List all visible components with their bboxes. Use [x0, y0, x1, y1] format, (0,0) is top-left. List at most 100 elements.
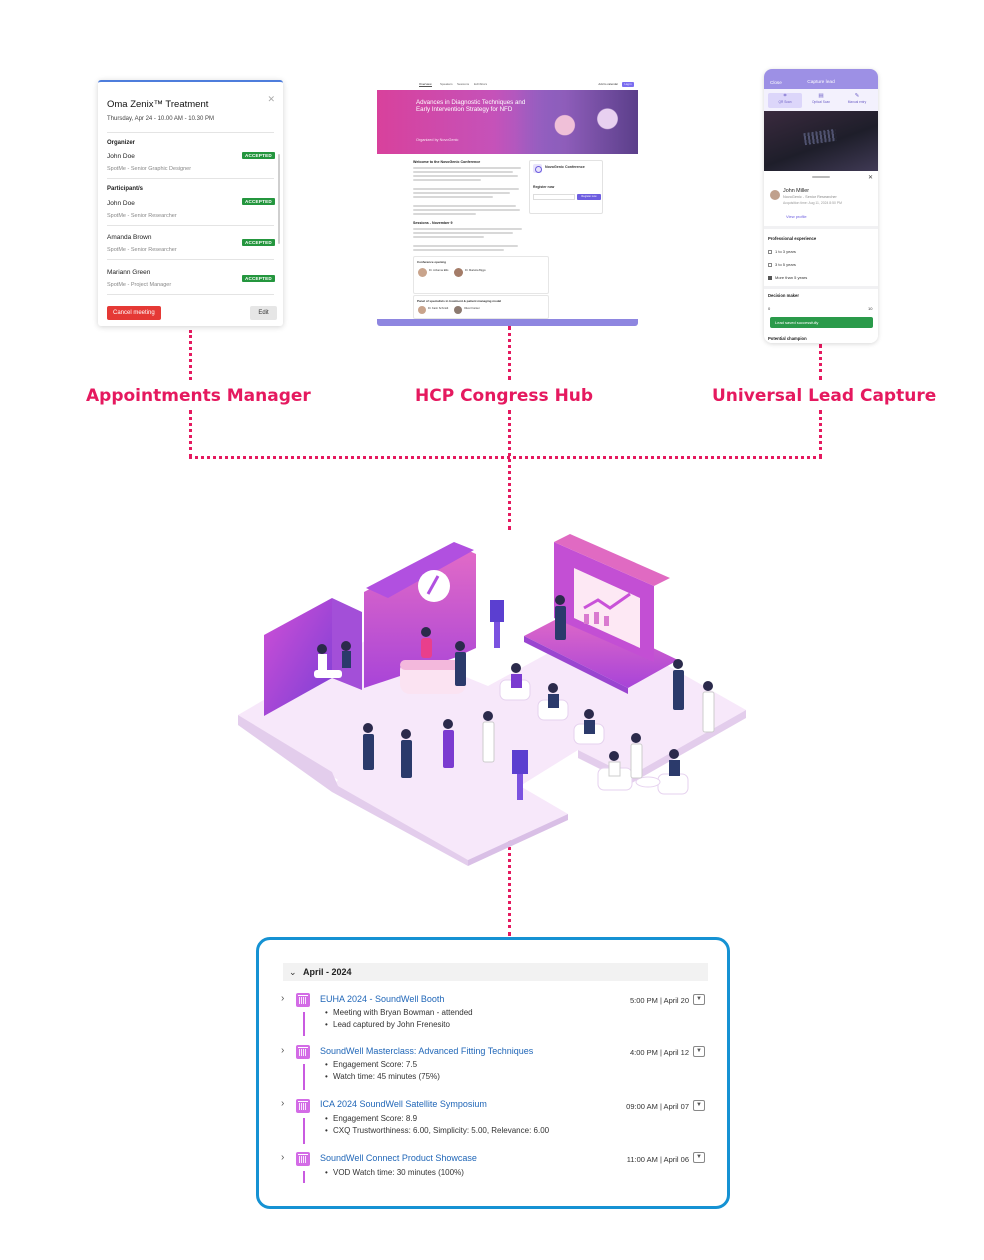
top-nav: Overview Speakers Sessions Exhibitors Ad… [377, 80, 638, 89]
presentation-stage [524, 534, 678, 694]
engagement-timeline: ⌄ April - 2024 › EUHA 2024 - SoundWell B… [256, 937, 730, 1209]
timeline-item-title[interactable]: EUHA 2024 - SoundWell Booth [320, 994, 445, 1004]
checkbox[interactable] [768, 249, 772, 254]
audience-seats [499, 663, 689, 795]
timeline-item-title[interactable]: SoundWell Masterclass: Advanced Fitting … [320, 1046, 534, 1056]
participant-role: SpotMe - Senior Researcher [107, 247, 177, 253]
checkbox-option[interactable]: 3 to 5 years [768, 262, 796, 267]
attendees [363, 659, 715, 779]
calendar-icon [296, 1152, 310, 1166]
group-label: April - 2024 [303, 967, 352, 977]
dropdown-toggle[interactable]: ▼ [693, 994, 705, 1005]
tab-label: Optical Scan [811, 100, 831, 104]
dropdown-toggle[interactable]: ▼ [693, 1046, 705, 1057]
lead-details-sheet: ✕ John Miller NovoGenic - Senior Researc… [764, 171, 878, 343]
timeline-item-time: 09:00 AM | April 07 [626, 1102, 689, 1111]
divider [107, 132, 274, 133]
speaker-name: Oliver Forster [464, 307, 480, 310]
chevron-right-icon[interactable]: › [281, 1098, 285, 1109]
timeline-item-title[interactable]: ICA 2024 SoundWell Satellite Symposium [320, 1099, 487, 1109]
timeline-item-title[interactable]: SoundWell Connect Product Showcase [320, 1153, 477, 1163]
calendar-icon [296, 1045, 310, 1059]
capture-mode-tabs: ⌗ QR Scan ▤ Optical Scan ✎ Manual entry [764, 89, 878, 111]
tab-qr-scan[interactable]: ⌗ QR Scan [768, 93, 802, 108]
drag-handle[interactable] [812, 176, 830, 178]
close-icon[interactable]: ✕ [867, 175, 873, 181]
tab-optical-scan[interactable]: ▤ Optical Scan [804, 93, 838, 104]
tab-sessions[interactable]: Sessions [457, 82, 470, 86]
hcp-congress-hub-label: HCP Congress Hub [415, 386, 594, 406]
view-profile-link[interactable]: View profile [786, 214, 807, 219]
question-label: Decision maker [768, 293, 799, 298]
avatar [418, 306, 426, 314]
timeline-rail [303, 1064, 305, 1090]
chevron-down-icon[interactable]: ⌄ [289, 967, 297, 977]
lead-capture-screen: Close Capture lead ⌗ QR Scan ▤ Optical S… [764, 69, 878, 343]
divider [107, 225, 274, 226]
reception-booth [364, 542, 476, 694]
avatar [454, 268, 463, 277]
lead-header: Close Capture lead [764, 69, 878, 89]
welcome-heading: Welcome to the NovoGenic Conference [413, 160, 481, 164]
text-scan-icon: ▤ [818, 93, 824, 99]
divider [107, 294, 274, 295]
divider [764, 226, 878, 229]
organizer-heading: Organizer [107, 140, 136, 146]
tab-speakers[interactable]: Speakers [440, 82, 453, 86]
chevron-right-icon[interactable]: › [281, 1045, 285, 1056]
universal-lead-capture-label: Universal Lead Capture [712, 386, 937, 406]
session-card[interactable]: Panel of specialists in treatment & pati… [413, 295, 549, 319]
session-card[interactable]: Conference opening Dr. Johanna Ellis Dr.… [413, 256, 549, 294]
calendar-icon [296, 1099, 310, 1113]
connector-lead [819, 344, 822, 380]
dropdown-toggle[interactable]: ▼ [693, 1100, 705, 1111]
chevron-right-icon[interactable]: › [281, 1152, 285, 1163]
scrollbar[interactable] [278, 154, 280, 244]
status-badge: ACCEPTED [242, 152, 275, 159]
checkbox[interactable] [768, 262, 772, 267]
connector-hcp [508, 326, 511, 380]
login-button[interactable]: Log in [622, 82, 634, 87]
timeline-item-detail: VOD Watch time: 30 minutes (100%) [325, 1168, 464, 1177]
tab-exhibitors[interactable]: Exhibitors [474, 82, 488, 86]
connector-appointments-lower [189, 410, 192, 458]
calendar-icon [296, 993, 310, 1007]
event-hero-banner: Advances in Diagnostic Techniques and Ea… [377, 90, 638, 154]
chevron-right-icon[interactable]: › [281, 993, 285, 1004]
close-button[interactable]: Close [770, 80, 782, 85]
speaker-name: Dr. Johanna Ellis [429, 269, 449, 272]
event-description: Welcome to the NovoGenic Conference Sess… [413, 160, 527, 253]
timeline-item-detail: Watch time: 45 minutes (75%) [325, 1072, 440, 1081]
dropdown-toggle[interactable]: ▼ [693, 1152, 705, 1163]
option-label: 3 to 5 years [775, 262, 796, 267]
checkbox[interactable] [768, 275, 772, 280]
checkbox-option[interactable]: 1 to 3 years [768, 249, 796, 254]
badge-barcode [803, 128, 837, 146]
add-to-calendar-button[interactable]: Add to calendar [598, 82, 618, 86]
connector-lead-lower [819, 410, 822, 458]
participants-heading: Participant/s [107, 186, 144, 192]
speaker-name: Dr. Marietta Biggs [465, 269, 486, 272]
tab-manual-entry[interactable]: ✎ Manual entry [840, 93, 874, 104]
connector-appointments [189, 330, 192, 380]
timeline-group-header[interactable]: ⌄ April - 2024 [283, 963, 708, 981]
conference-logo-icon [533, 164, 542, 173]
avatar [418, 268, 427, 277]
close-icon[interactable]: ✕ [267, 94, 275, 104]
screen-title: Capture lead [807, 80, 835, 85]
sessions-heading: Sessions - November 9 [413, 221, 453, 225]
status-badge: ACCEPTED [242, 198, 275, 205]
register-button[interactable]: Register now [577, 194, 601, 200]
edit-button[interactable]: Edit [250, 306, 277, 320]
participant-name: John Doe [107, 200, 135, 207]
appointments-manager-label: Appointments Manager [86, 386, 311, 406]
camera-viewfinder[interactable] [764, 111, 878, 171]
appointment-card: ✕ Oma Zenix™ Treatment Thursday, Apr 24 … [98, 80, 283, 326]
contact-role: NovoGenic - Senior Researcher [783, 195, 837, 199]
acquisition-time: Acquisition time: Aug 11, 2024 8:50 PM [783, 201, 842, 205]
tab-overview[interactable]: Overview [419, 82, 432, 87]
cancel-meeting-button[interactable]: Cancel meeting [107, 306, 161, 320]
checkbox-option[interactable]: More than 5 years [768, 275, 807, 280]
email-field[interactable] [533, 194, 575, 200]
info-kiosk [512, 750, 528, 800]
